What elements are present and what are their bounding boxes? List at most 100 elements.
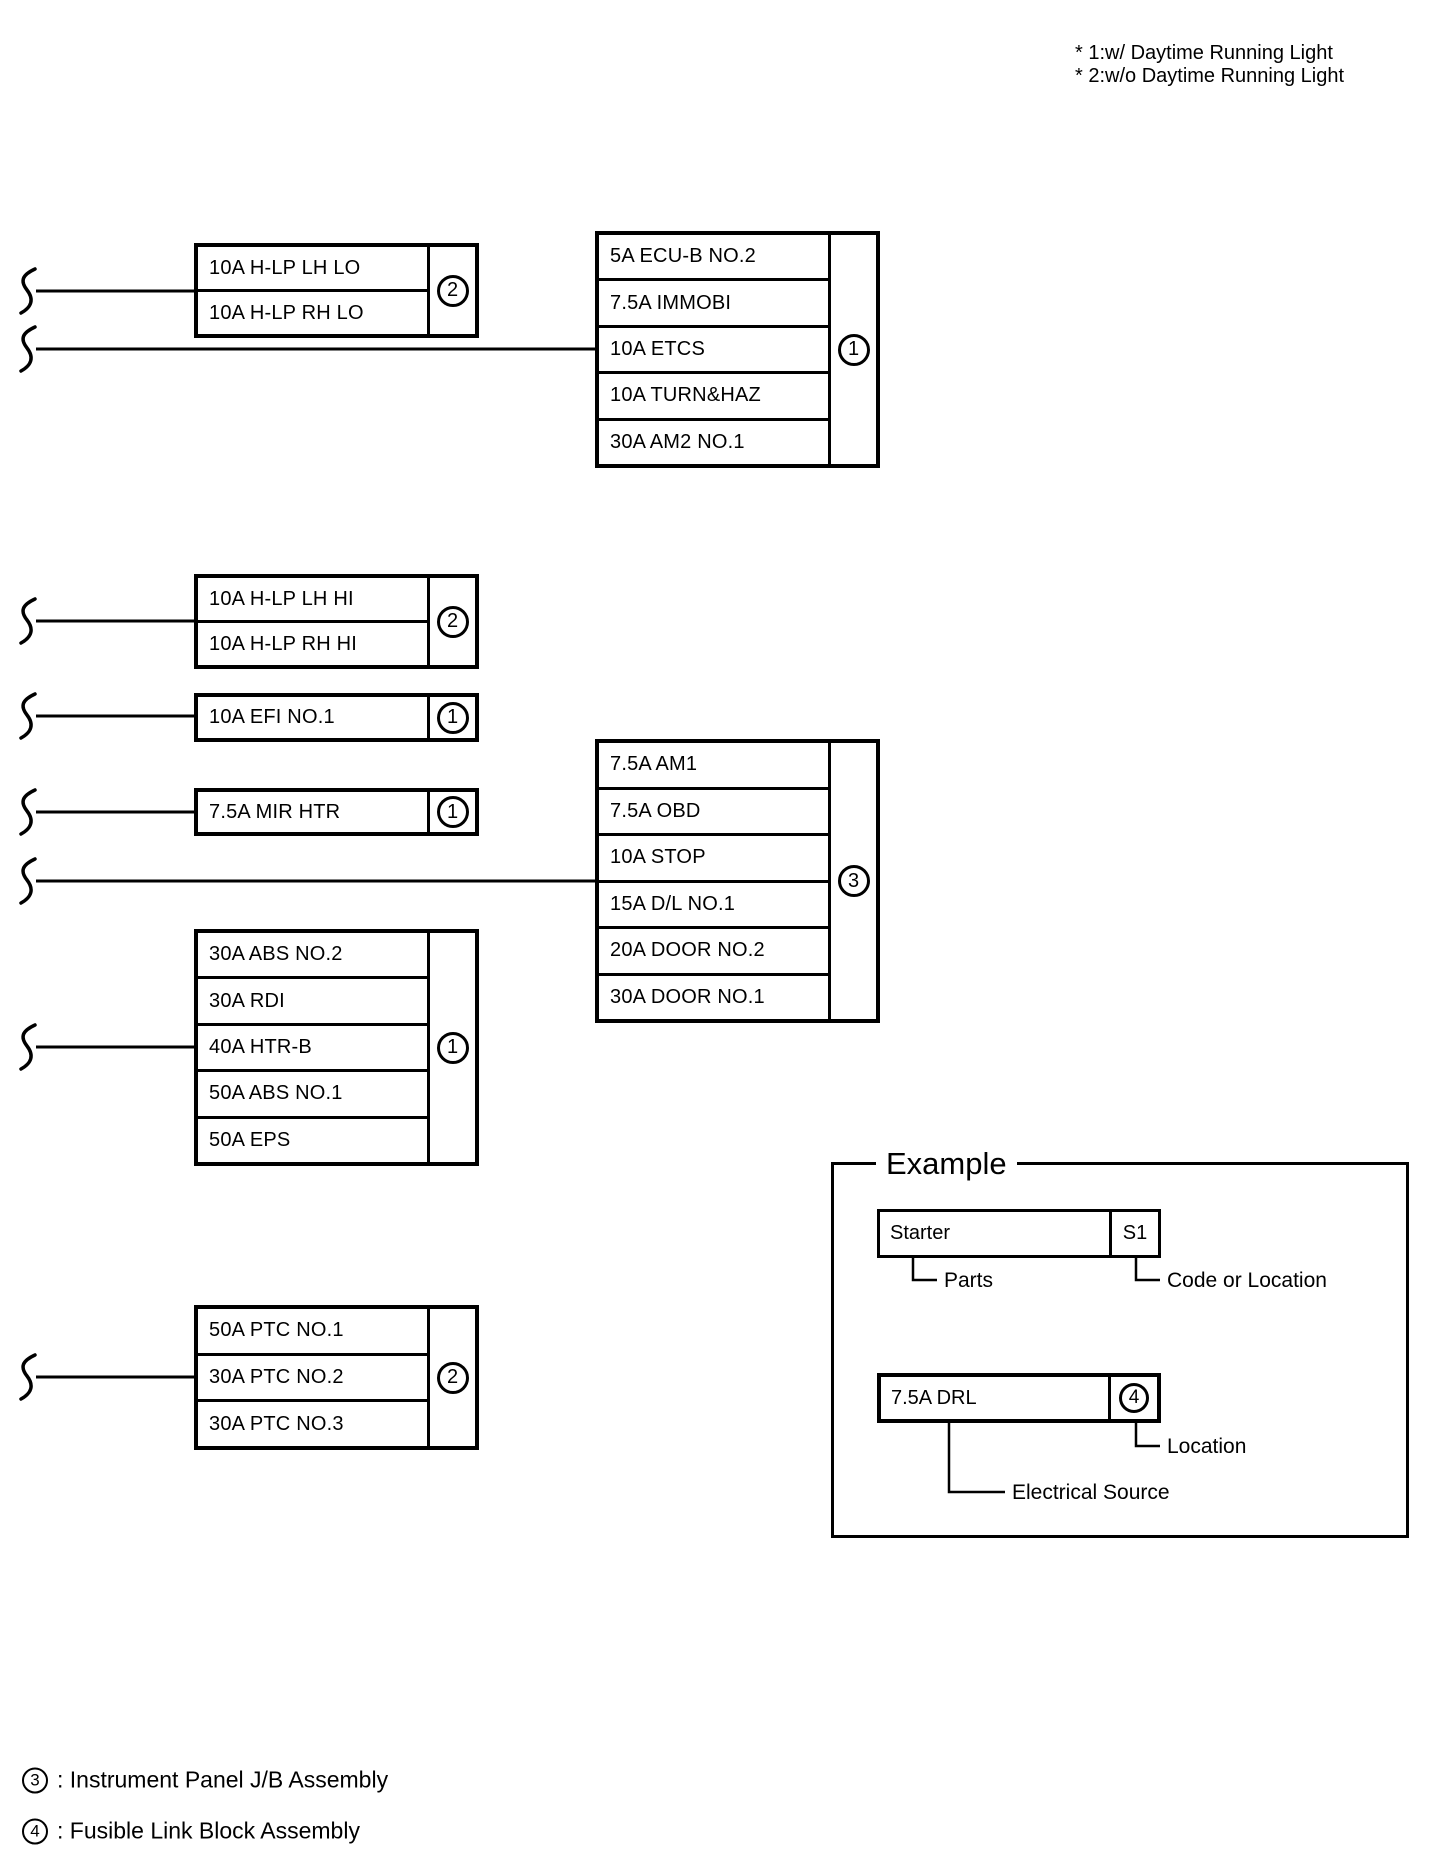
fuse-row: 7.5A AM1 — [599, 743, 828, 787]
badge-column: 1 — [828, 235, 876, 464]
continuation-squiggle — [19, 1023, 37, 1071]
legend-badge-3: 3 — [22, 1767, 48, 1793]
drl-notes: * 1:w/ Daytime Running Light * 2:w/o Day… — [1075, 42, 1344, 88]
fuse-label: 30A DOOR NO.1 — [610, 985, 765, 1008]
fuse-label: 40A HTR-B — [209, 1036, 312, 1059]
fuse-label: 10A ETCS — [610, 338, 705, 361]
fuse-label: 30A ABS NO.2 — [209, 943, 343, 966]
fuse-row: 7.5A OBD — [599, 786, 828, 834]
parts-value: Starter — [890, 1222, 951, 1244]
example-section: Example — [831, 1146, 1409, 1538]
fuse-rows: 5A ECU-B NO.2 7.5A IMMOBI 10A ETCS 10A T… — [599, 235, 828, 464]
code-leader-label: Code or Location — [1167, 1269, 1327, 1292]
badge-column: 1 — [427, 697, 475, 738]
fuse-label: 10A H-LP RH LO — [209, 301, 364, 324]
fuse-row: 30A AM2 NO.1 — [599, 417, 828, 464]
code-value: S1 — [1122, 1222, 1148, 1244]
fuse-rows: 10A EFI NO.1 — [198, 697, 427, 738]
fuse-rows: 10A H-LP LH LO 10A H-LP RH LO — [198, 247, 427, 334]
legend-row-fusible-link: 4 : Fusible Link Block Assembly — [22, 1818, 360, 1845]
fuse-row: 30A ABS NO.2 — [198, 933, 427, 976]
badge-column: 2 — [427, 247, 475, 334]
fuse-row: 10A H-LP RH HI — [198, 620, 427, 665]
continuation-squiggle — [19, 267, 37, 315]
note-line-2: * 2:w/o Daytime Running Light — [1075, 65, 1345, 87]
fuse-label: 10A TURN&HAZ — [610, 384, 761, 407]
fuse-label: 15A D/L NO.1 — [610, 892, 736, 915]
fuse-group-hlp-hi: 10A H-LP LH HI 10A H-LP RH HI 2 — [194, 574, 479, 669]
legend-badge-4: 4 — [22, 1818, 48, 1844]
location-badge: 2 — [436, 274, 469, 307]
fuse-rows: 7.5A AM1 7.5A OBD 10A STOP 15A D/L NO.1 … — [599, 743, 828, 1019]
fuse-rows: 7.5A MIR HTR — [198, 792, 427, 832]
fuse-row: 10A H-LP RH LO — [198, 289, 427, 334]
fuse-label: 50A ABS NO.1 — [209, 1082, 343, 1105]
fuse-row: 10A ETCS — [599, 324, 828, 371]
location-leader-label: Location — [1167, 1435, 1247, 1458]
location-badge: 3 — [837, 865, 870, 897]
legend-row-ip-jb: 3 : Instrument Panel J/B Assembly — [22, 1767, 388, 1794]
fuse-row: 7.5A IMMOBI — [599, 278, 828, 324]
fuse-group-mir-htr: 7.5A MIR HTR 1 — [194, 788, 479, 836]
code-cell: S1 — [1109, 1212, 1158, 1255]
fuse-label: 10A EFI NO.1 — [209, 706, 335, 728]
badge-column: 1 — [427, 792, 475, 832]
fuse-row: 50A ABS NO.1 — [198, 1069, 427, 1115]
fuse-label: 30A PTC NO.3 — [209, 1412, 344, 1435]
fuse-label: 7.5A AM1 — [610, 753, 698, 776]
continuation-squiggle — [19, 788, 37, 836]
fuse-row: 7.5A MIR HTR — [198, 792, 427, 832]
parts-leader-label: Parts — [944, 1269, 994, 1292]
badge-column: 2 — [427, 578, 475, 665]
location-badge: 2 — [436, 1361, 469, 1394]
continuation-squiggle — [19, 857, 37, 905]
fuse-label: 10A H-LP LH HI — [209, 587, 354, 610]
fuse-rows: 30A ABS NO.2 30A RDI 40A HTR-B 50A ABS N… — [198, 933, 427, 1162]
electrical-source-cell: 7.5A DRL — [881, 1377, 1108, 1419]
fuse-group-ecu-b: 5A ECU-B NO.2 7.5A IMMOBI 10A ETCS 10A T… — [595, 231, 880, 468]
fuse-rows: 10A H-LP LH HI 10A H-LP RH HI — [198, 578, 427, 665]
example-starter-box: Starter S1 — [877, 1209, 1161, 1258]
fuse-label: 7.5A OBD — [610, 799, 701, 822]
example-drl-box: 7.5A DRL 4 — [877, 1373, 1161, 1423]
fuse-row: 15A D/L NO.1 — [599, 879, 828, 927]
fuse-group-efi: 10A EFI NO.1 1 — [194, 693, 479, 742]
continuation-squiggle — [19, 325, 37, 373]
location-badge: 1 — [436, 1031, 469, 1064]
badge-column: 1 — [427, 933, 475, 1162]
continuation-squiggle — [19, 1353, 37, 1401]
fuse-row: 30A DOOR NO.1 — [599, 972, 828, 1020]
fuse-row: 10A H-LP LH HI — [198, 578, 427, 620]
fuse-group-ip-jb: 7.5A AM1 7.5A OBD 10A STOP 15A D/L NO.1 … — [595, 739, 880, 1023]
badge-column: 2 — [427, 1309, 475, 1446]
electrical-source-value: 7.5A DRL — [891, 1386, 977, 1409]
location-badge: 1 — [436, 796, 469, 828]
location-badge: 4 — [1119, 1383, 1149, 1413]
fuse-label: 30A AM2 NO.1 — [610, 430, 745, 453]
fuse-label: 30A RDI — [209, 989, 285, 1012]
electrical-source-leader-label: Electrical Source — [1012, 1481, 1170, 1504]
fuse-row: 30A PTC NO.2 — [198, 1352, 427, 1400]
fuse-row: 30A RDI — [198, 976, 427, 1022]
fuse-row: 50A EPS — [198, 1115, 427, 1162]
fuse-label: 10A H-LP LH LO — [209, 256, 361, 279]
legend-label: : Instrument Panel J/B Assembly — [57, 1766, 389, 1793]
fuse-label: 10A STOP — [610, 846, 706, 869]
fuse-row: 50A PTC NO.1 — [198, 1309, 427, 1353]
fuse-row: 10A EFI NO.1 — [198, 697, 427, 738]
fuse-rows: 50A PTC NO.1 30A PTC NO.2 30A PTC NO.3 — [198, 1309, 427, 1446]
fuse-row: 10A STOP — [599, 833, 828, 880]
fuse-group-ptc: 50A PTC NO.1 30A PTC NO.2 30A PTC NO.3 2 — [194, 1305, 479, 1450]
location-badge: 1 — [436, 701, 469, 734]
continuation-squiggle — [19, 692, 37, 740]
fuse-row: 10A TURN&HAZ — [599, 371, 828, 417]
fuse-row: 40A HTR-B — [198, 1022, 427, 1069]
continuation-squiggle — [19, 597, 37, 645]
fuse-label: 20A DOOR NO.2 — [610, 939, 765, 962]
location-badge: 1 — [837, 333, 870, 366]
fuse-label: 50A PTC NO.1 — [209, 1319, 344, 1342]
fuse-label: 7.5A MIR HTR — [209, 800, 341, 823]
fuse-label: 30A PTC NO.2 — [209, 1366, 344, 1388]
example-title: Example — [876, 1146, 1017, 1182]
